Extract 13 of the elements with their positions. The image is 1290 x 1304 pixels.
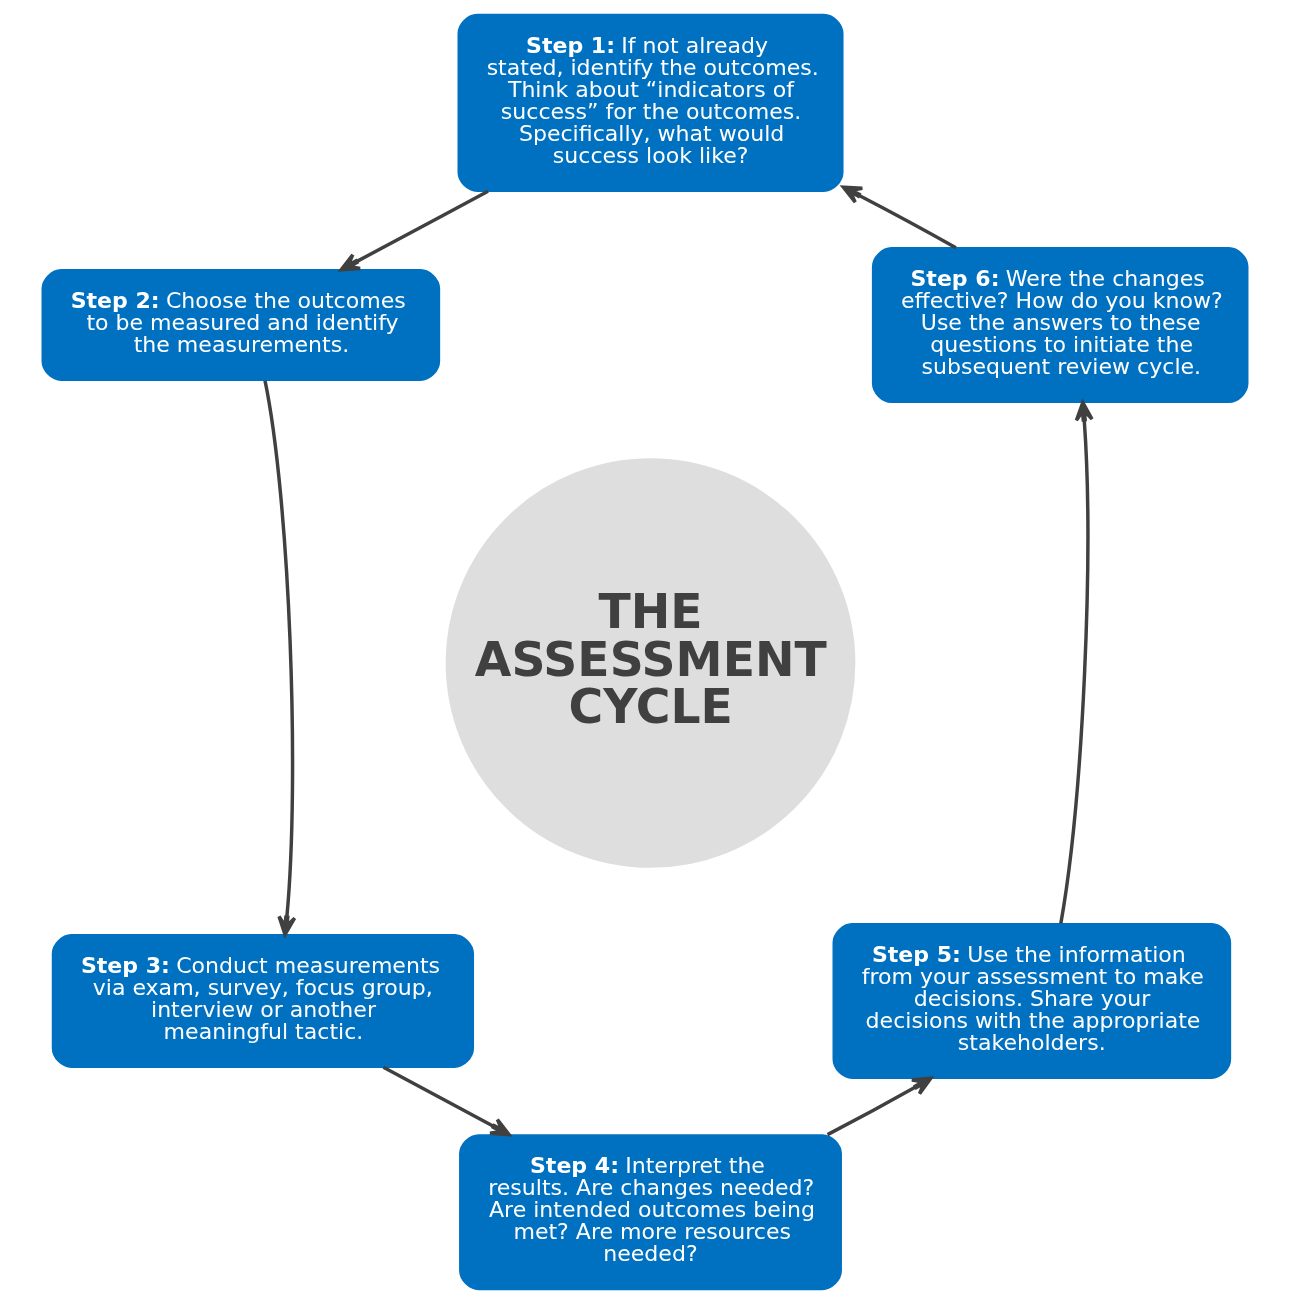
node-box: Step 1: If not already stated, identify the outcomes. Think about “indicators of success” for the outcomes. Specifically, what would success look like? [457,13,844,192]
node-circle: THE ASSESSMENT CYCLE [445,458,856,868]
node-box: Step 5: Use the information from your assessment to make decisions. Share your decisions with the appropriate stakeholders. [832,923,1232,1079]
arrow [339,189,489,272]
arrow [1059,400,1094,924]
arrow [841,185,957,250]
node-box: Step 6: Were the changes effective? How do you know? Use the answers to these questions to initiate the subsequent review cycle. [871,247,1249,404]
node-box: Step 4: Interpret the results. Are changes needed? Are intended outcomes being met? Are more resources needed? [459,1134,842,1291]
arrow [263,380,297,937]
node-box: Step 2: Choose the outcomes to be measured and identify the measurements. [41,269,441,381]
arrow [382,1065,511,1137]
node-box: Step 3: Conduct measurements via exam, survey, focus group, interview or another meaningful tactic. [51,934,475,1068]
arrow [826,1076,933,1137]
